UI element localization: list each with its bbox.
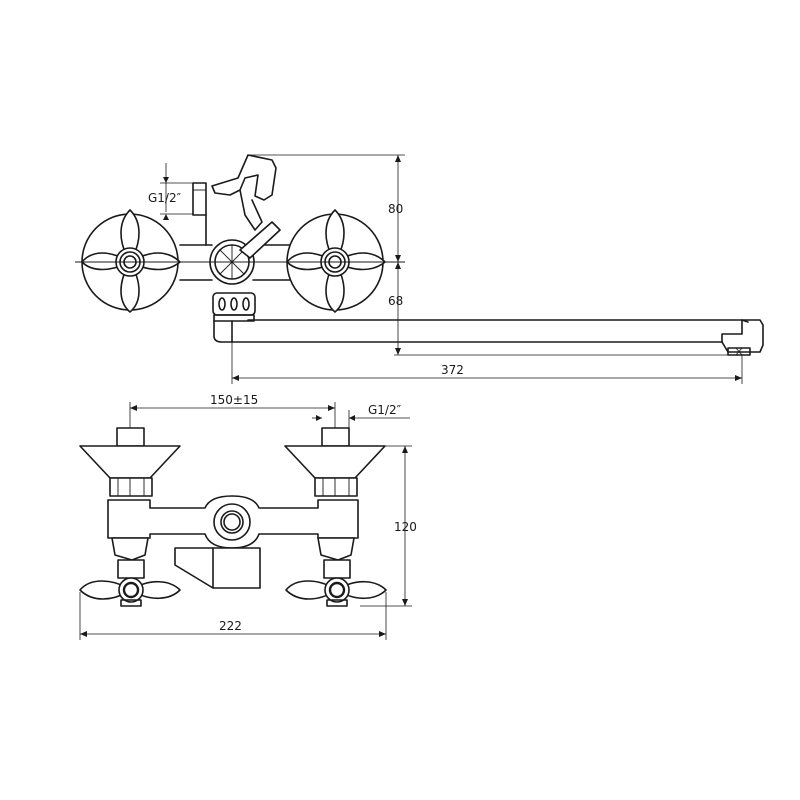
- label-height-lower: 68: [388, 294, 403, 308]
- right-cross-handle: [286, 209, 386, 313]
- dim-height-lower: 68: [388, 262, 730, 356]
- label-top-thread: G1/2″: [148, 191, 182, 205]
- diverter-lever: [211, 154, 277, 231]
- label-height-upper: 80: [388, 202, 403, 216]
- dim-height-upper: 80: [250, 154, 405, 262]
- dim-center-distance: 150±15: [129, 393, 336, 428]
- spout-swivel-ring: [212, 292, 256, 322]
- label-center-distance: 150±15: [210, 393, 258, 407]
- shower-outlet-stub: [192, 182, 207, 216]
- dim-front-height: 120: [355, 445, 417, 607]
- long-spout: [213, 319, 764, 356]
- center-diverter-knob: [209, 221, 281, 285]
- left-cross-handle: [81, 209, 181, 313]
- label-bottom-thread: G1/2″: [368, 403, 402, 417]
- mixer-body: [107, 495, 359, 549]
- dim-spout-length: 372: [231, 342, 743, 384]
- left-wall-connector: [79, 427, 181, 497]
- right-wall-connector: [284, 427, 386, 497]
- spout-base-front: [174, 547, 261, 589]
- top-view: G1/2″ 80 68 372: [75, 154, 764, 384]
- label-overall-width: 222: [219, 619, 242, 633]
- left-valve-handle: [79, 537, 181, 607]
- label-spout-length: 372: [441, 363, 464, 377]
- right-valve-handle: [285, 537, 387, 607]
- dim-top-thread: G1/2″: [148, 163, 194, 220]
- dim-bottom-thread: G1/2″: [312, 403, 410, 428]
- dim-overall-width: 222: [79, 592, 387, 640]
- label-front-height: 120: [394, 520, 417, 534]
- front-view: 150±15 G1/2″ 120 222: [79, 393, 417, 640]
